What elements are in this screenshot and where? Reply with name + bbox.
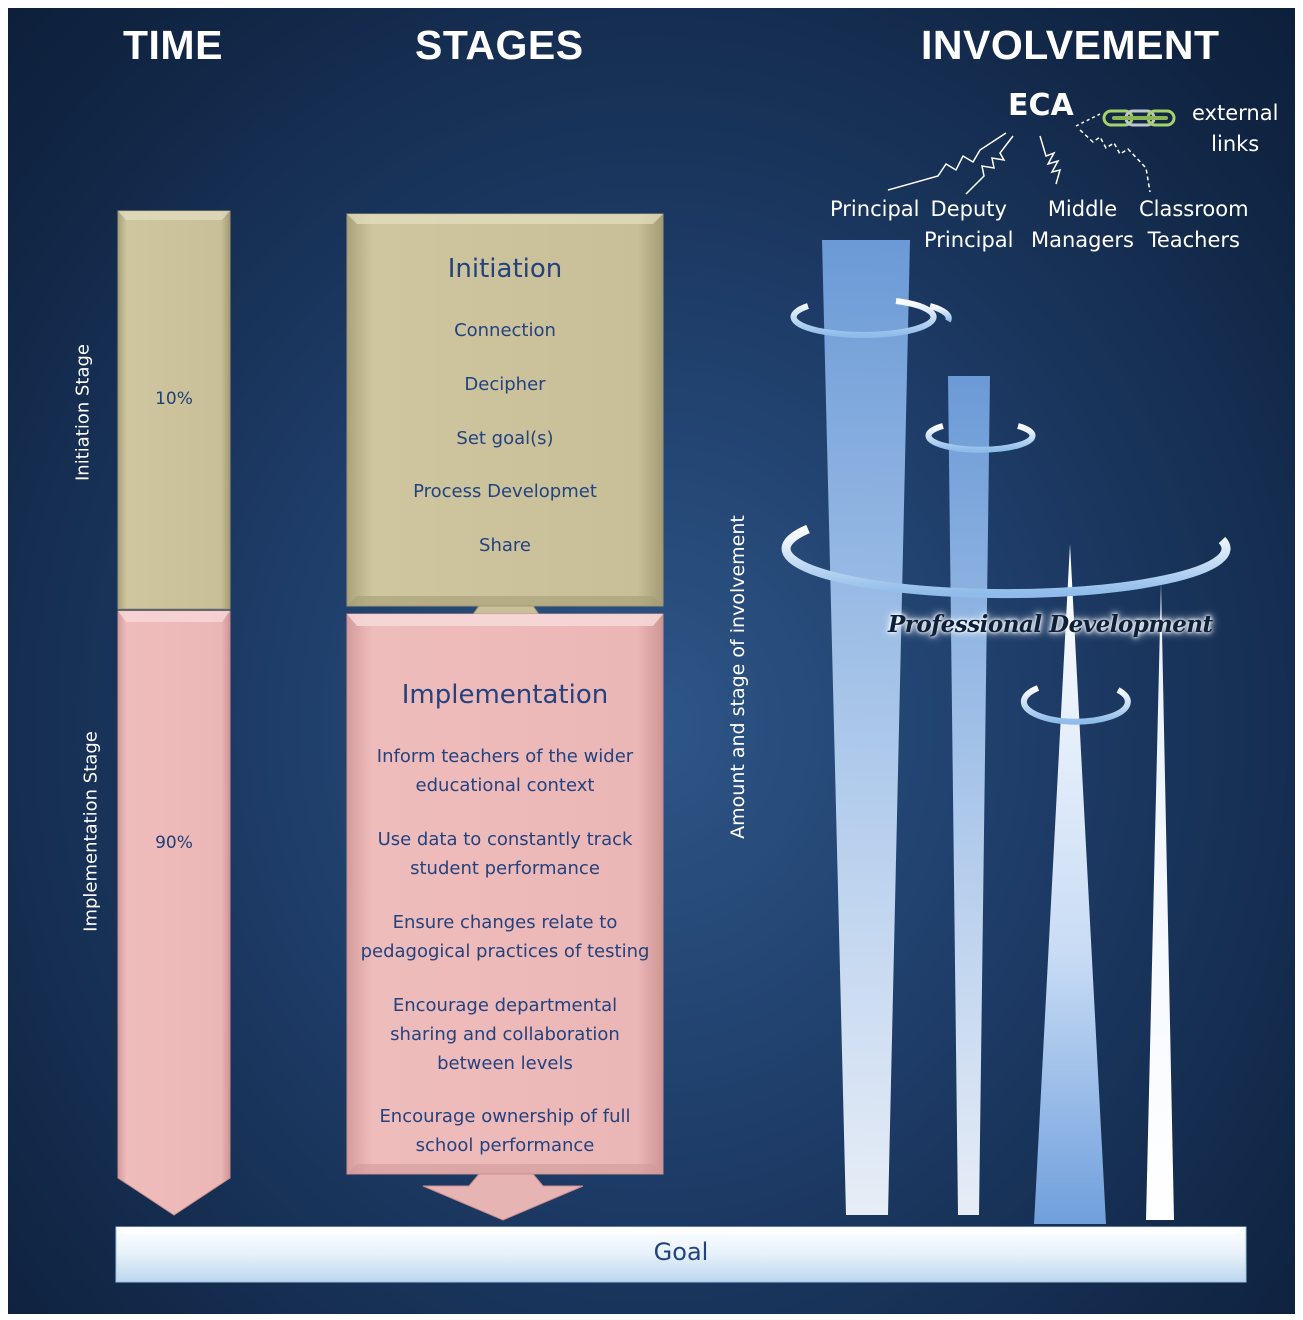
header-involvement: INVOLVEMENT [921, 22, 1220, 68]
deputy-principal-ring [925, 423, 1036, 453]
principal-ring [790, 298, 952, 338]
role-middle-line: Managers [1031, 228, 1134, 252]
implementation-item-line: pedagogical practices of testing [360, 941, 650, 962]
implementation-item: Ensure changes relate to pedagogical pra… [347, 908, 663, 966]
external-links-label: external links [1192, 98, 1278, 160]
middle-managers-ring [1020, 685, 1131, 725]
initiation-item: Set goal(s) [456, 428, 554, 449]
external-links-line: external [1192, 101, 1279, 125]
implementation-item-line: school performance [415, 1135, 595, 1156]
initiation-percent: 10% [155, 389, 193, 409]
implementation-item-line: Encourage ownership of full [379, 1106, 631, 1127]
diagram-canvas: TIME STAGES INVOLVEMENT Initiation Stage… [8, 8, 1295, 1314]
professional-development-label: Professional Development [888, 611, 1213, 638]
initiation-stage-label: Initiation Stage [72, 343, 94, 482]
implementation-item-line: Use data to constantly track [377, 829, 633, 850]
role-classroom-line: Classroom [1139, 197, 1249, 221]
eca-label: ECA [1008, 88, 1074, 123]
stage-implementation-box [346, 613, 664, 1175]
initiation-item: Connection [454, 320, 556, 341]
role-middle-line: Middle [1047, 197, 1118, 221]
implementation-item: Inform teachers of the wider educational… [347, 742, 663, 800]
header-time: TIME [123, 22, 223, 68]
initiation-item: Share [479, 535, 531, 556]
stage-initiation-box [346, 213, 664, 607]
goal-bar [115, 1226, 1247, 1283]
implementation-stage-label: Implementation Stage [80, 731, 102, 932]
implementation-item-line: sharing and collaboration [390, 1024, 620, 1045]
initiation-title: Initiation [447, 254, 563, 284]
deputy-principal-beam [948, 376, 990, 1215]
implementation-item: Encourage departmental sharing and colla… [347, 991, 663, 1078]
chain-link-icon [1102, 109, 1176, 127]
implementation-title: Implementation [401, 680, 609, 710]
role-principal-line: Principal [830, 197, 920, 221]
involvement-axis-label: Amount and stage of involvement [727, 515, 749, 839]
initiation-item: Process Developmet [413, 481, 597, 502]
role-classroom-line: Teachers [1147, 228, 1240, 252]
role-middle-managers: Middle Managers [1031, 194, 1134, 256]
role-deputy-line: Deputy [930, 197, 1007, 221]
diagram-graphics [115, 109, 1247, 1283]
eca-connectors [887, 113, 1151, 195]
goal-label: Goal [653, 1238, 709, 1266]
initiation-item: Decipher [464, 374, 546, 395]
implementation-item-line: educational context [415, 775, 595, 796]
role-deputy-principal: Deputy Principal [924, 194, 1014, 256]
implementation-item: Use data to constantly track student per… [347, 825, 663, 883]
principal-beam [822, 240, 910, 1215]
role-classroom-teachers: Classroom Teachers [1139, 194, 1249, 256]
role-principal: Principal [830, 194, 920, 225]
time-implementation-arrow [117, 610, 231, 1216]
implementation-item-line: student performance [410, 858, 600, 879]
implementation-item-line: Inform teachers of the wider [376, 746, 634, 767]
role-deputy-line: Principal [924, 228, 1014, 252]
implementation-item: Encourage ownership of full school perfo… [347, 1102, 663, 1160]
implementation-percent: 90% [155, 833, 193, 853]
implementation-item-line: Ensure changes relate to [392, 912, 618, 933]
stage-implementation-connector-arrow [422, 1173, 584, 1221]
implementation-item-line: Encourage departmental [392, 995, 618, 1016]
external-links-line: links [1211, 132, 1260, 156]
professional-development-ring [781, 524, 1231, 599]
classroom-teachers-beam [1146, 582, 1174, 1220]
implementation-item-line: between levels [437, 1053, 573, 1074]
middle-managers-beam [1034, 544, 1106, 1224]
time-initiation-bar [117, 210, 231, 610]
header-stages: STAGES [415, 22, 584, 68]
